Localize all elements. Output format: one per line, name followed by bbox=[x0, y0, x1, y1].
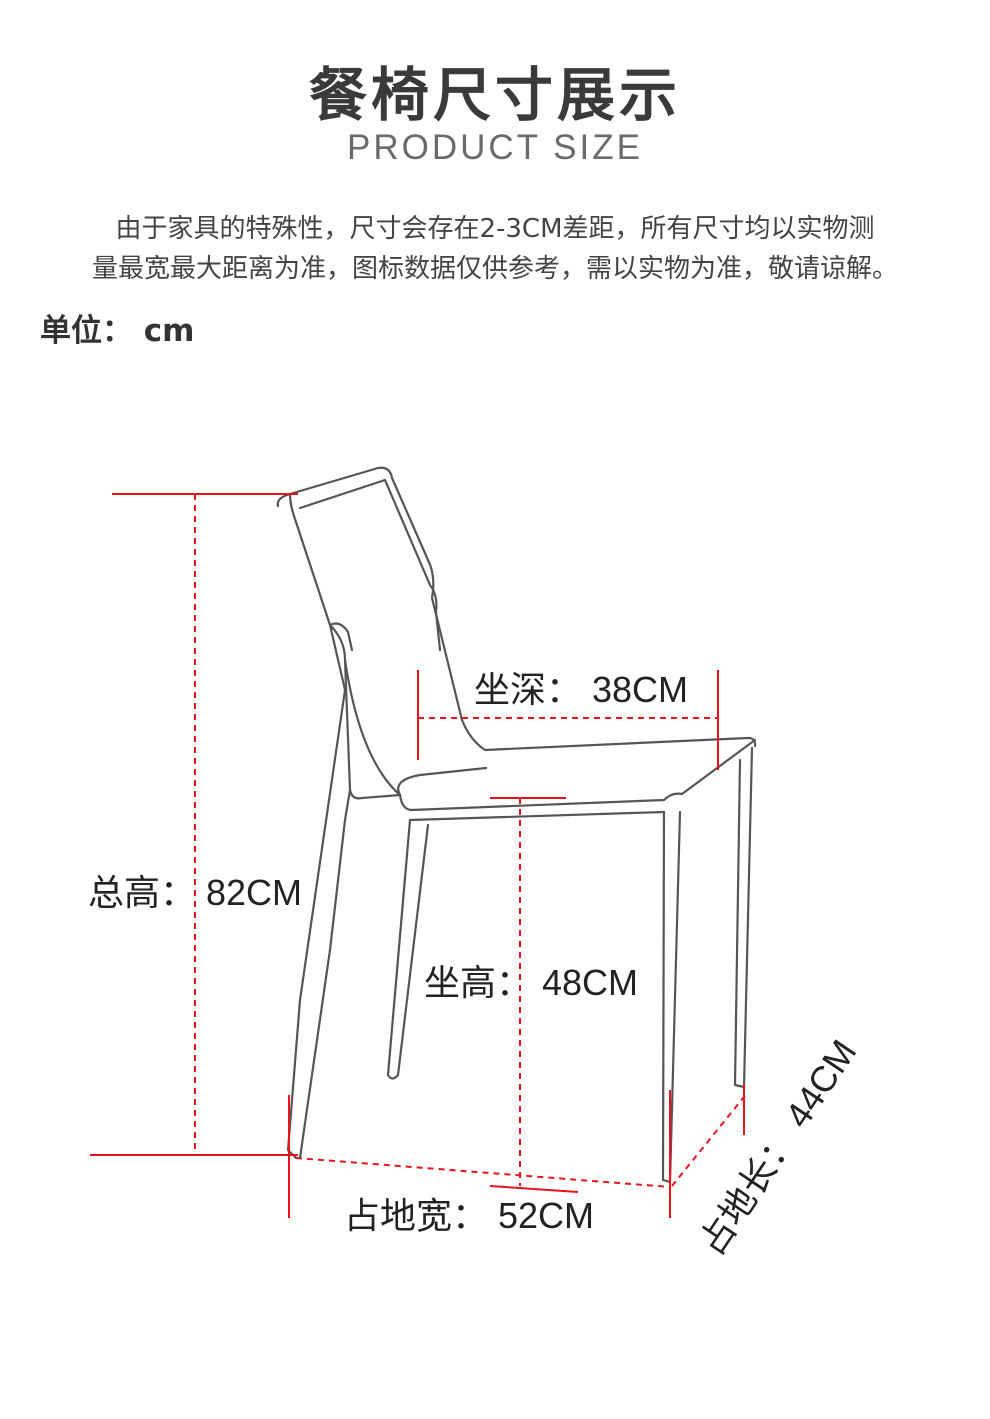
back-left-leg-inner bbox=[298, 788, 352, 1160]
seat-right-edge bbox=[746, 736, 757, 748]
page-subtitle: PRODUCT SIZE bbox=[347, 128, 643, 167]
backrest-band bbox=[328, 622, 354, 652]
dimension-lines bbox=[90, 493, 749, 1218]
seat-front-inner bbox=[408, 810, 666, 822]
back-right-leg bbox=[386, 818, 430, 1080]
seat-height-label: 坐高： 48CM bbox=[424, 962, 638, 1003]
seat-curve bbox=[343, 658, 488, 797]
disclaimer-line-2: 量最宽最大距离为准，图标数据仅供参考，需以实物为准，敬请谅解。 bbox=[91, 254, 898, 284]
back-left-leg-outer bbox=[286, 623, 347, 1160]
seat-depth-label: 坐深： 38CM bbox=[474, 669, 688, 710]
chair-drawing bbox=[276, 466, 757, 1184]
seat-front-edge bbox=[398, 738, 757, 812]
backrest-inner bbox=[298, 478, 442, 652]
disclaimer-line-1: 由于家具的特殊性，尺寸会存在2-3CM差距，所有尺寸均以实物测 bbox=[115, 214, 875, 244]
footprint-length-label: 占地长： 44CM bbox=[691, 1032, 865, 1262]
footprint-width-label: 占地宽： 52CM bbox=[344, 1195, 594, 1236]
page-title: 餐椅尺寸展示 bbox=[308, 61, 681, 129]
total-height-label: 总高： 82CM bbox=[88, 872, 302, 913]
footprint-width-dim-line bbox=[295, 1157, 671, 1188]
front-right-leg bbox=[733, 746, 754, 1089]
front-left-leg bbox=[661, 810, 682, 1184]
footprint-length-dim-line bbox=[671, 1091, 749, 1187]
unit-label: 单位： cm bbox=[40, 313, 195, 349]
backrest-front bbox=[288, 492, 402, 800]
seat-height-bottom-tick bbox=[489, 1185, 579, 1193]
backrest-outline bbox=[276, 466, 750, 752]
